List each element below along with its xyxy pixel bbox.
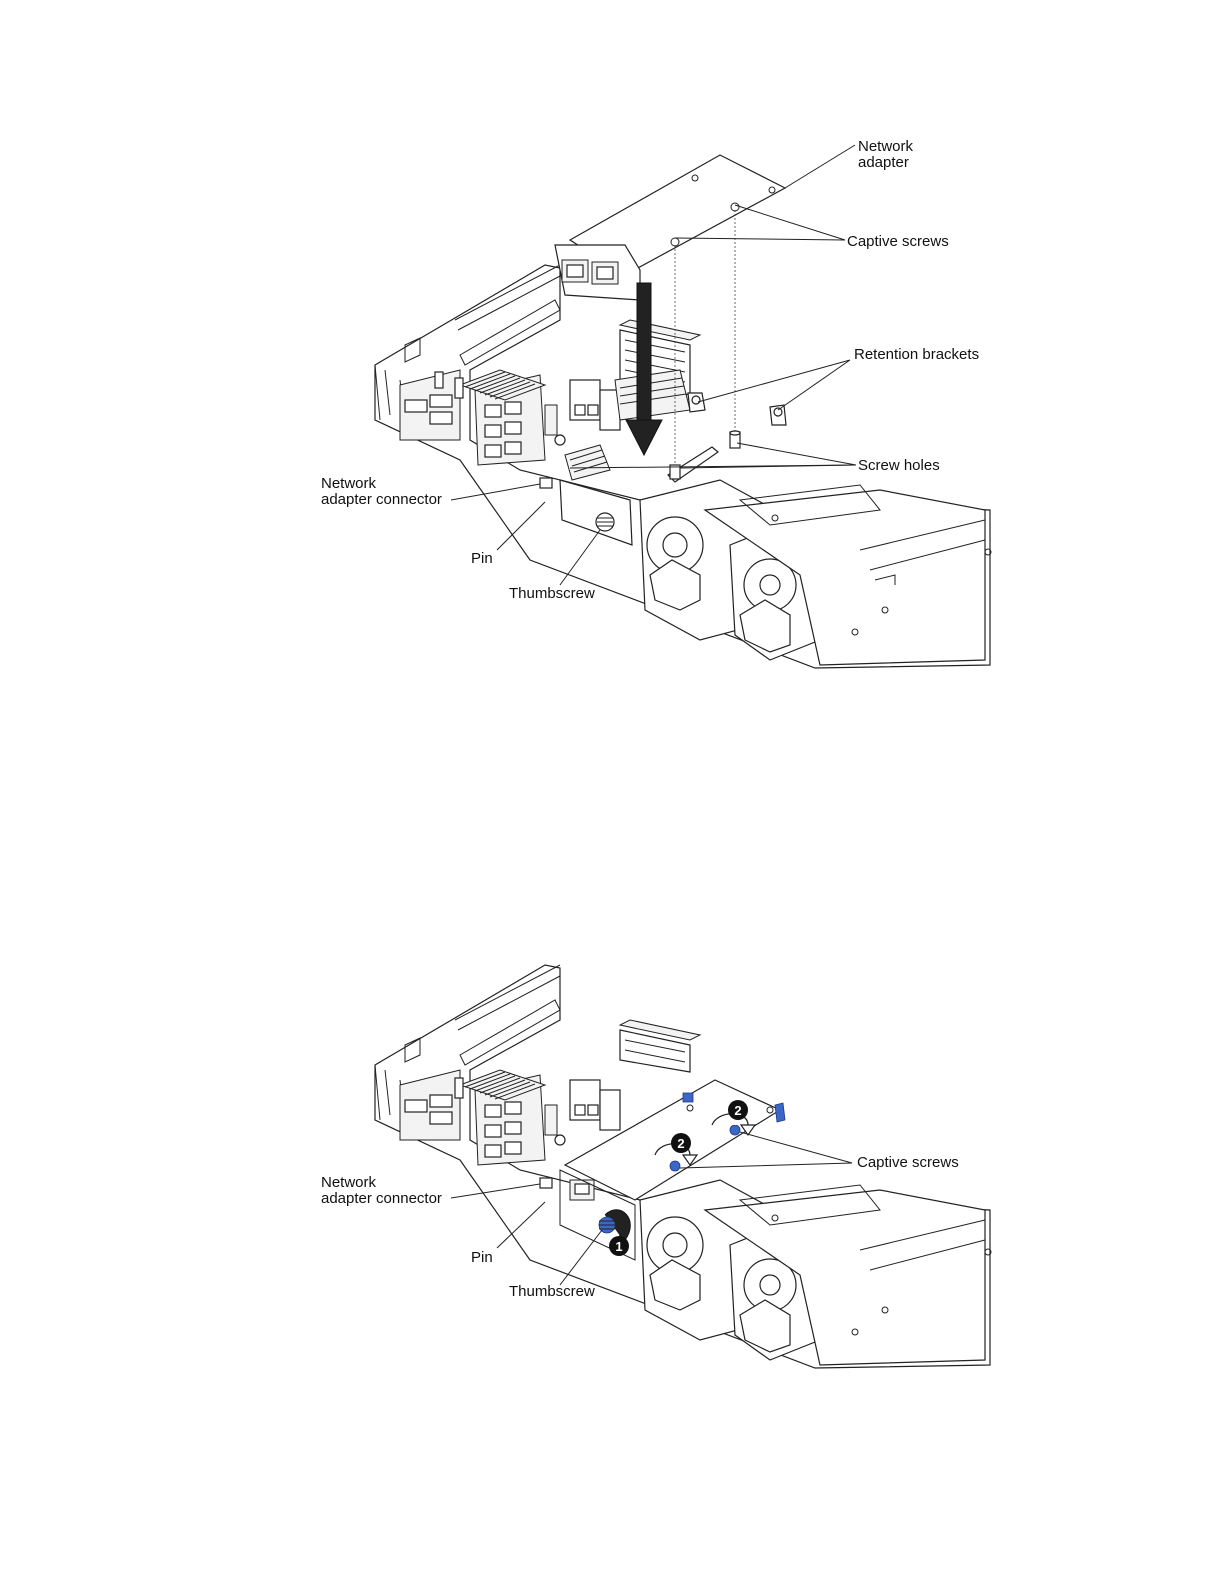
label-pin: Pin — [471, 551, 493, 567]
server-illustration-top — [0, 0, 1224, 700]
installation-diagram-bottom: 1 2 2 Captive screws Network adapter con… — [0, 700, 1224, 1584]
label-captive-screws: Captive screws — [847, 234, 949, 250]
label-thumbscrew: Thumbscrew — [509, 586, 595, 602]
label-screw-holes: Screw holes — [858, 458, 940, 474]
step-1-label: 1 — [615, 1239, 622, 1254]
label-retention-brackets: Retention brackets — [854, 347, 979, 363]
server-illustration-bottom: 1 2 2 — [0, 700, 1224, 1584]
retention-brackets-top — [688, 393, 786, 425]
step-2b-label: 2 — [734, 1103, 741, 1118]
label-network-adapter-connector: Network adapter connector — [321, 476, 442, 508]
label-pin-bottom: Pin — [471, 1250, 493, 1266]
label-network-adapter-connector-bottom: Network adapter connector — [321, 1175, 442, 1207]
network-adapter-card-top — [555, 155, 785, 300]
step-marker-1: 1 — [609, 1236, 629, 1256]
screw-holes-top — [668, 431, 740, 482]
installation-diagram-top: Network adapter Captive screws Retention… — [0, 0, 1224, 700]
step-marker-2b: 2 — [728, 1100, 748, 1120]
step-2a-label: 2 — [677, 1136, 684, 1151]
step-marker-2a: 2 — [671, 1133, 691, 1153]
label-captive-screws-bottom: Captive screws — [857, 1155, 959, 1171]
label-network-adapter: Network adapter — [858, 139, 913, 171]
label-thumbscrew-bottom: Thumbscrew — [509, 1284, 595, 1300]
